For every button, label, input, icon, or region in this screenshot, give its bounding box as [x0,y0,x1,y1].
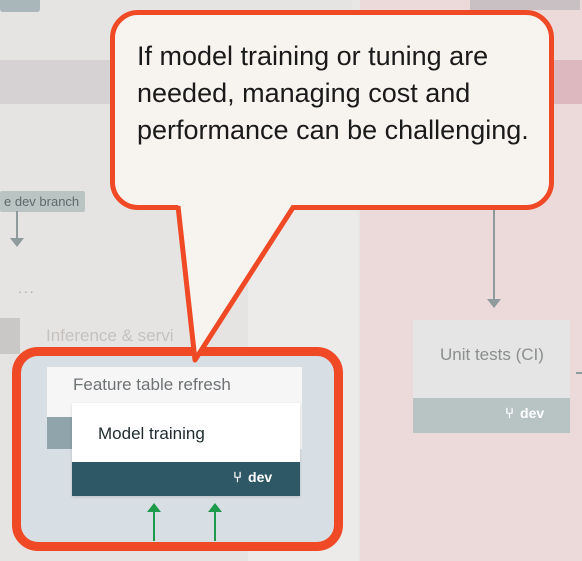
green-arrow-shaft [214,511,216,541]
dev-branch-tag: e dev branch [0,191,86,212]
ellipsis: ... [18,280,36,296]
top-left-toolbar-fragment [0,0,40,12]
top-right-toolbar-fragment [470,0,580,10]
callout-text: If model training or tuning are needed, … [137,41,529,145]
right-connector-line [493,208,495,300]
arrow-down-icon [487,299,501,308]
left-card-fragment [0,318,20,354]
left-connector-line [16,211,18,239]
inference-serving-label: Inference & servi [46,326,174,345]
arrow-up-icon [208,503,222,512]
model-training-branch: ⑂ dev [233,469,272,486]
arrow-up-icon [147,503,161,512]
model-branch-label: dev [248,469,273,485]
unit-tests-branch: ⑂ dev [505,405,544,422]
feature-table-footer [47,417,73,449]
unit-branch-label: dev [520,405,545,421]
model-training-footer [72,462,300,496]
git-branch-icon: ⑂ [505,405,515,422]
arrow-down-icon [10,238,24,247]
callout-bubble [110,10,554,210]
model-training-label: Model training [98,424,205,443]
green-arrow-shaft [153,511,155,541]
unit-tests-footer [413,398,570,433]
unit-tests-label: Unit tests (CI) [440,345,544,364]
feature-table-refresh-label: Feature table refresh [73,375,231,394]
dev-branch-tag-label: e dev branch [4,194,80,209]
right-edge-connector [576,372,582,374]
git-branch-icon: ⑂ [233,469,243,486]
